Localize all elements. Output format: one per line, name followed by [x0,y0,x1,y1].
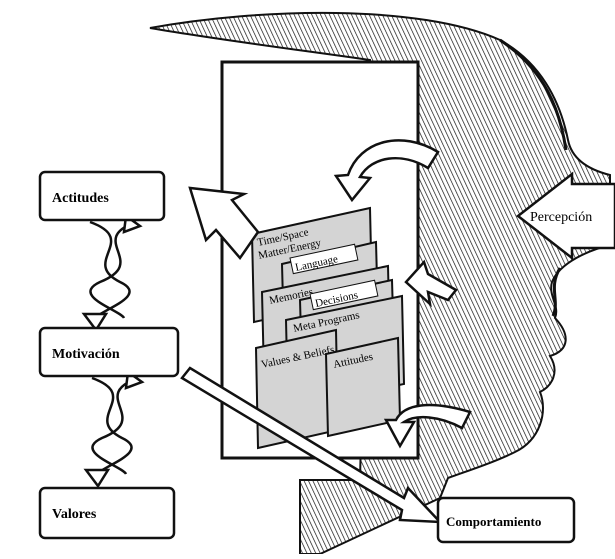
box-motivacion[interactable]: Motivación [40,328,178,376]
box-motivacion-label: Motivación [52,347,120,362]
box-actitudes[interactable]: Actitudes [40,172,164,220]
twist-link-actitudes-motivacion [84,216,140,330]
box-comportamiento-label: Comportamiento [446,514,541,529]
twist-link-motivacion-valores [86,372,142,486]
box-comportamiento[interactable]: Comportamiento [438,498,574,542]
box-actitudes-label: Actitudes [52,191,109,206]
box-valores[interactable]: Valores [40,488,174,538]
percepcion-label: Percepción [530,210,592,225]
box-valores-label: Valores [52,507,97,522]
